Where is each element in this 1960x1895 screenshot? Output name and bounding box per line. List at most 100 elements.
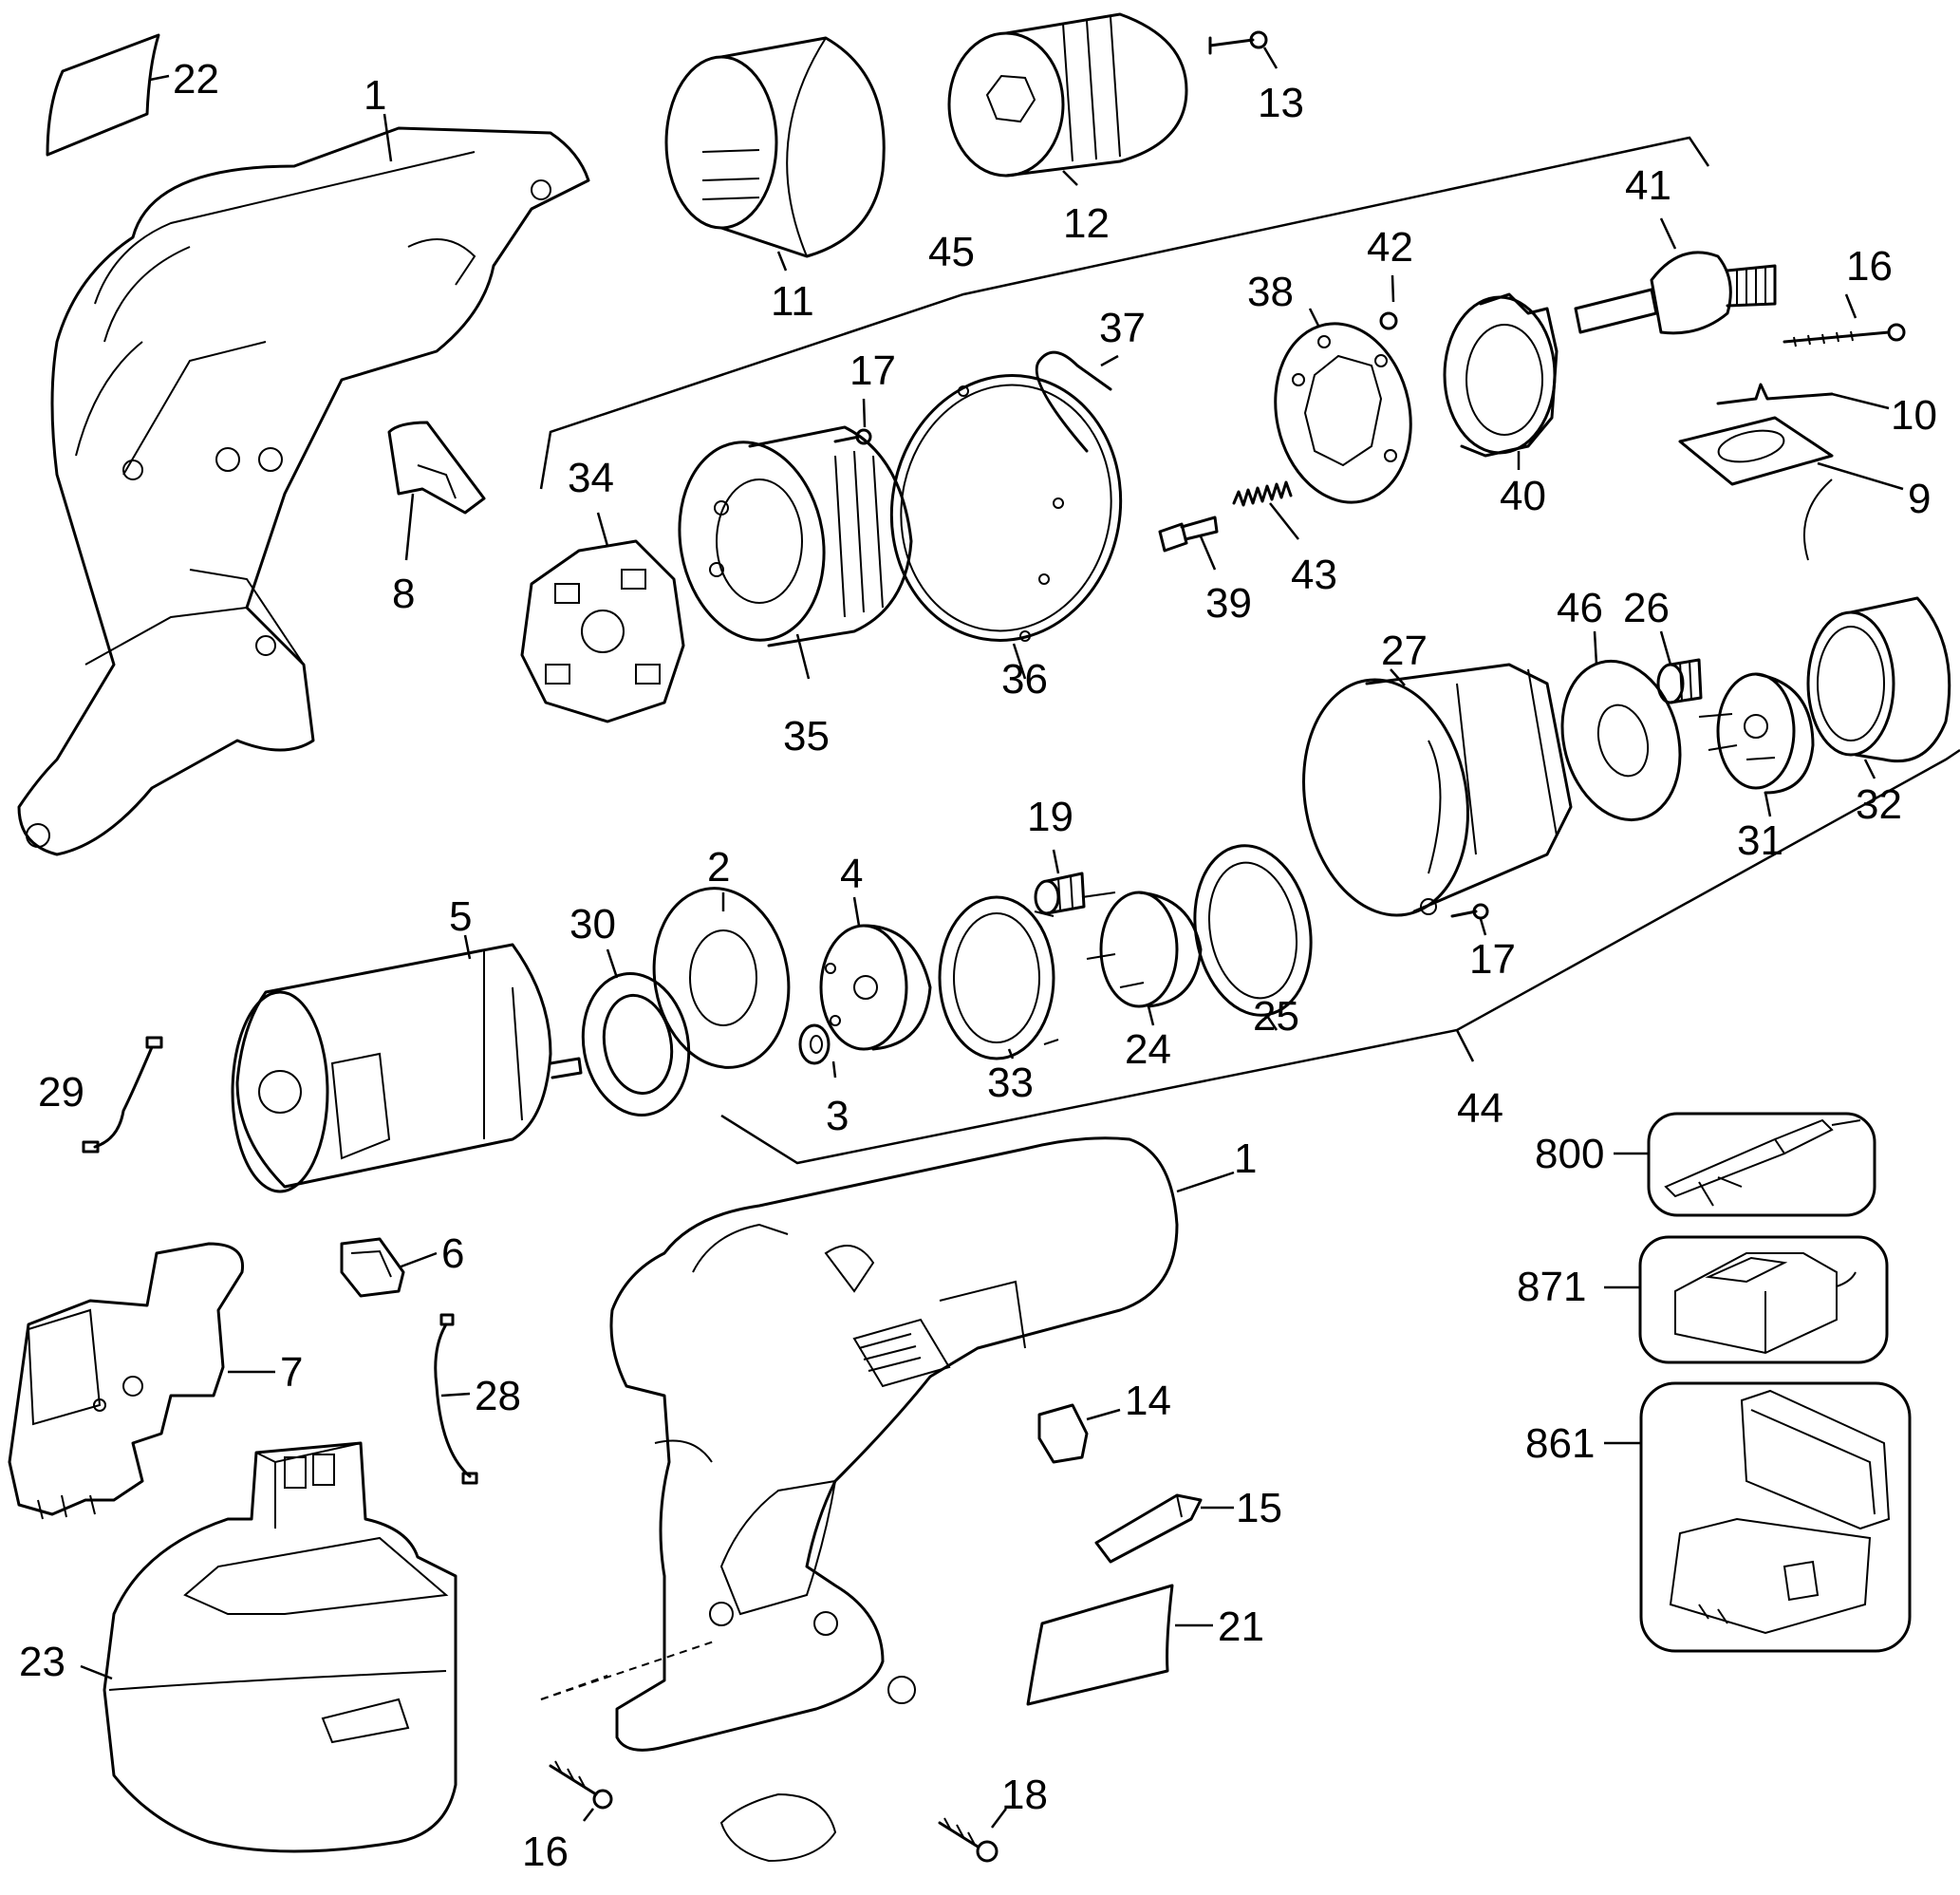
label-42: 42 — [1367, 224, 1413, 271]
label-39: 39 — [1205, 580, 1252, 627]
part-34-clutch-cam — [520, 539, 685, 723]
label-12: 12 — [1063, 200, 1110, 247]
leader-43 — [1269, 502, 1299, 540]
part-13-screw — [1208, 30, 1268, 55]
part-21-label-sheet — [1026, 1584, 1174, 1706]
part-40-clutch-ring — [1443, 292, 1559, 458]
part-24-planet-carrier — [1081, 891, 1203, 1008]
leader-26 — [1659, 630, 1672, 666]
leader-13 — [1262, 47, 1279, 69]
part-6-brush-holder — [340, 1237, 405, 1298]
leader-24 — [1147, 1005, 1155, 1026]
accessory-871-charger — [1638, 1235, 1889, 1364]
bracket-44 — [720, 748, 1960, 1165]
part-19-pinion — [1034, 872, 1086, 915]
part-3-gear — [798, 1023, 831, 1065]
leader-44 — [1455, 1029, 1475, 1062]
label-45: 45 — [928, 229, 975, 275]
label-1-top: 1 — [364, 72, 386, 119]
label-17-top: 17 — [849, 347, 896, 394]
leader-33 — [1007, 1048, 1015, 1060]
accessory-800-bit-holder — [1647, 1112, 1876, 1217]
label-800: 800 — [1535, 1131, 1604, 1177]
label-4: 4 — [840, 851, 863, 897]
bracket-45 — [539, 136, 1710, 490]
part-28-lead-wire — [434, 1313, 478, 1485]
leader-28 — [440, 1392, 471, 1398]
part-39-pin — [1158, 516, 1219, 553]
part-17-screw-lower — [1450, 903, 1489, 920]
part-16-screw-top — [1783, 323, 1906, 347]
leader-19 — [1052, 849, 1060, 874]
label-25: 25 — [1253, 993, 1299, 1040]
label-40: 40 — [1500, 473, 1546, 519]
leader-11 — [776, 251, 788, 272]
label-3: 3 — [826, 1093, 849, 1139]
leader-8 — [404, 493, 415, 561]
label-1-center: 1 — [1234, 1135, 1257, 1182]
label-14: 14 — [1125, 1378, 1171, 1424]
leader-41 — [1659, 217, 1677, 250]
label-18: 18 — [1001, 1772, 1048, 1818]
label-46: 46 — [1557, 585, 1603, 631]
leader-37 — [1100, 354, 1119, 367]
part-30-washer — [581, 972, 691, 1116]
label-44: 44 — [1457, 1085, 1503, 1132]
label-38: 38 — [1247, 269, 1294, 315]
part-11-clutch-collar — [664, 36, 886, 258]
label-861: 861 — [1525, 1420, 1595, 1467]
accessory-861-carrying-case — [1639, 1381, 1912, 1653]
part-31-planet-carrier — [1698, 672, 1815, 795]
label-21: 21 — [1218, 1604, 1264, 1650]
label-15: 15 — [1236, 1485, 1282, 1531]
part-15-screwdriver-bit — [1094, 1493, 1203, 1564]
label-36: 36 — [1001, 656, 1048, 703]
label-37: 37 — [1099, 305, 1146, 351]
label-7: 7 — [280, 1349, 303, 1396]
part-18-screw — [938, 1817, 999, 1863]
part-16-screw-lower — [540, 1640, 718, 1810]
label-5: 5 — [449, 893, 472, 940]
leader-42 — [1391, 274, 1395, 303]
part-2-plate — [652, 887, 791, 1069]
part-22-label-sheet — [46, 33, 170, 157]
part-12-keyless-chuck — [947, 12, 1188, 178]
leader-14 — [1086, 1408, 1121, 1421]
leader-32 — [1863, 759, 1876, 779]
label-22: 22 — [173, 56, 219, 103]
leader-23 — [80, 1664, 113, 1680]
label-43: 43 — [1291, 552, 1337, 598]
label-9: 9 — [1908, 476, 1931, 522]
leader-35 — [795, 633, 811, 680]
part-38-clutch-plate — [1274, 322, 1412, 504]
label-41: 41 — [1625, 162, 1671, 209]
leader-34 — [596, 512, 609, 547]
leader-1b — [1176, 1171, 1235, 1193]
leader-3 — [831, 1060, 837, 1079]
leader-46 — [1593, 630, 1598, 666]
leader-36 — [1012, 643, 1027, 680]
part-7-switch — [8, 1242, 245, 1520]
label-17-lower: 17 — [1469, 936, 1516, 983]
leader-4 — [852, 896, 861, 927]
label-8: 8 — [392, 571, 415, 617]
leader-16b — [583, 1808, 594, 1822]
label-27: 27 — [1381, 628, 1428, 674]
leader-38 — [1308, 308, 1321, 328]
leader-27 — [1390, 668, 1406, 686]
part-37-wire-spring — [1035, 350, 1112, 453]
label-35: 35 — [783, 713, 830, 760]
part-8-shuttle — [387, 421, 486, 515]
label-19: 19 — [1027, 794, 1073, 840]
label-871: 871 — [1517, 1264, 1586, 1310]
label-16-top: 16 — [1846, 243, 1893, 290]
label-26: 26 — [1623, 585, 1670, 631]
label-10: 10 — [1891, 392, 1937, 439]
part-5-motor — [231, 943, 583, 1193]
part-14-bit-clip — [1037, 1403, 1089, 1464]
part-10-clip — [1716, 383, 1834, 405]
part-23-battery-pack — [103, 1441, 457, 1853]
part-32-ring-gear — [1806, 596, 1951, 763]
leader-17a — [862, 398, 867, 428]
leader-17b — [1479, 918, 1487, 936]
